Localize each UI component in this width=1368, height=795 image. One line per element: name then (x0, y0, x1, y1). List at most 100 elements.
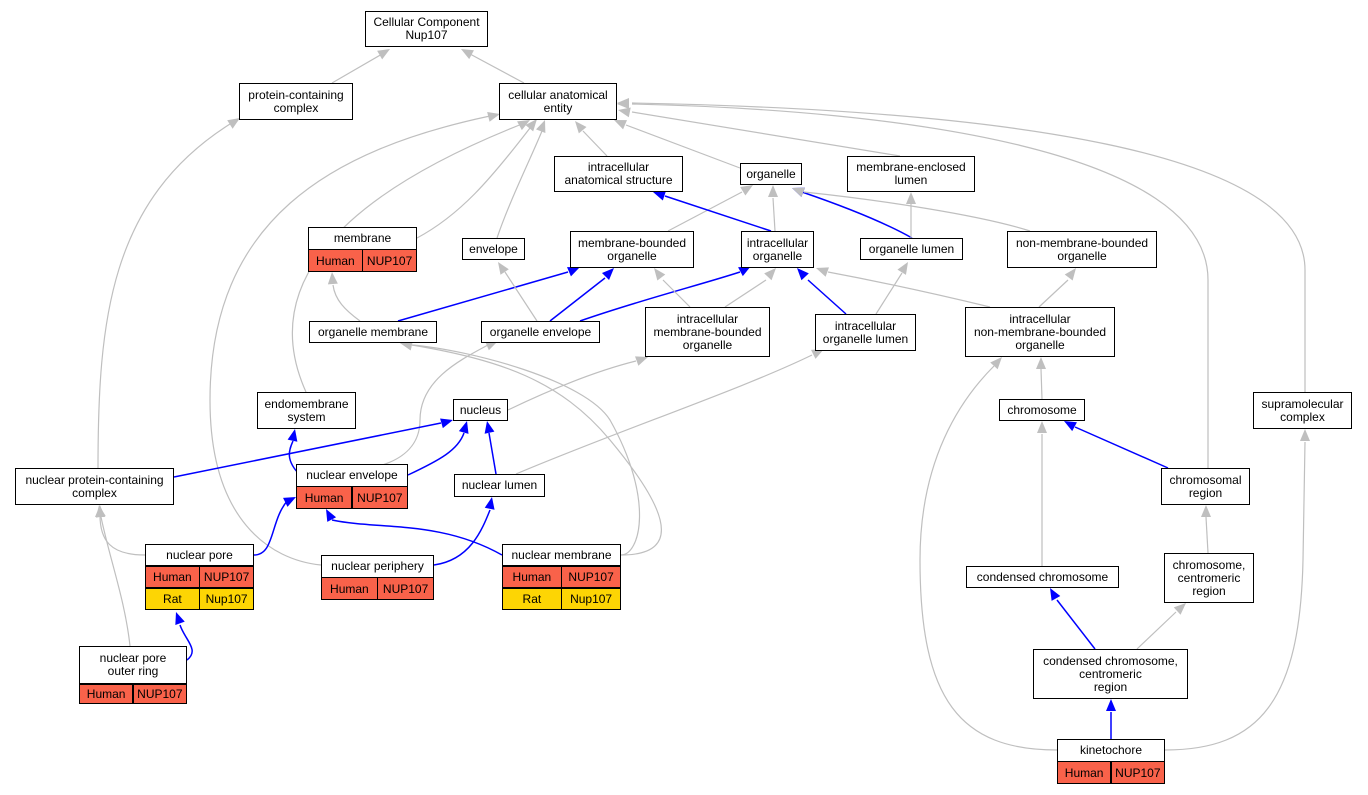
arrowhead (283, 497, 296, 507)
gene-rat: Nup107 (200, 588, 253, 609)
edge-organelle-membrane-to-membrane-bounded (397, 267, 580, 322)
node-membrane-bounded-organelle[interactable]: membrane-bounded organelle (570, 231, 694, 268)
arrowhead (400, 340, 413, 351)
node-nuclear-pore-outer-ring[interactable]: nuclear pore outer ring Human NUP107 (79, 646, 187, 704)
node-nuclear-periphery[interactable]: nuclear periphery Human NUP107 (321, 555, 434, 600)
arrowhead (1201, 505, 1211, 517)
edge-outer-ring-to-nuclear-protein-complex (95, 505, 131, 647)
node-nucleus[interactable]: nucleus (453, 399, 508, 421)
arrowhead (326, 509, 337, 522)
edge-organelle-envelope-to-intracellular-organelle (579, 266, 751, 322)
gene-human: NUP107 (378, 578, 433, 599)
node-nuclear-protein-containing-complex[interactable]: nuclear protein-containing complex (15, 468, 174, 505)
arrowhead (440, 418, 453, 429)
edge-organelle-lumen-to-membrane-enclosed-lumen (906, 192, 916, 238)
arrowhead (990, 357, 1002, 370)
edge-nuclear-pore-to-nuclear-envelope (253, 497, 296, 556)
arrowhead (764, 268, 776, 281)
edge-nuclear-periphery-to-anatomical-entity (209, 112, 500, 566)
edge-intracellular-nmbo-to-non-membrane (1038, 268, 1076, 308)
arrowhead (768, 185, 778, 197)
node-endomembrane-system[interactable]: endomembrane system (257, 392, 356, 429)
node-organelle[interactable]: organelle (740, 163, 802, 185)
edge-nucleus-to-intracellular-mbo (507, 356, 648, 411)
edge-nuclear-lumen-to-intracellular-lumen (515, 349, 824, 475)
arrowhead (738, 266, 751, 277)
edge-nuclear-envelope-to-nucleus (407, 421, 469, 476)
node-nuclear-membrane[interactable]: nuclear membrane Human NUP107 Rat Nup107 (502, 544, 621, 610)
node-nuclear-pore-outer-ring-label: nuclear pore outer ring (80, 647, 186, 684)
node-nuclear-lumen[interactable]: nuclear lumen (454, 474, 545, 497)
edge-chromosomal-region-to-chromosome (1064, 421, 1169, 469)
arrowhead (618, 107, 631, 118)
node-organelle-membrane[interactable]: organelle membrane (309, 321, 437, 343)
node-intracellular-membrane-bounded-organelle[interactable]: intracellular membrane-bounded organelle (645, 307, 770, 357)
node-intracellular-anatomical-structure[interactable]: intracellular anatomical structure (554, 156, 683, 192)
node-membrane[interactable]: membrane Human NUP107 (308, 227, 417, 272)
arrowhead (498, 262, 509, 275)
node-intracellular-organelle-lumen[interactable]: intracellular organelle lumen (815, 314, 916, 351)
arrowhead (327, 272, 338, 285)
arrowhead (175, 612, 185, 625)
node-cellular-component[interactable]: Cellular Component Nup107 (365, 11, 488, 47)
arrowhead (95, 505, 106, 518)
arrowhead (1050, 588, 1061, 601)
arrowhead (635, 356, 648, 366)
edge-outer-ring-to-nuclear-pore (175, 612, 193, 661)
edge-nuclear-lumen-to-nucleus (484, 421, 497, 475)
arrowhead (1064, 268, 1076, 281)
node-cellular-anatomical-entity[interactable]: cellular anatomical entity (499, 83, 617, 120)
node-intracellular-organelle[interactable]: intracellular organelle (741, 231, 814, 268)
gene-rat: Nup107 (562, 588, 620, 609)
edge-organelle-envelope-to-envelope (498, 262, 538, 322)
node-organelle-lumen[interactable]: organelle lumen (860, 238, 963, 260)
node-nuclear-pore[interactable]: nuclear pore Human NUP107 Rat Nup107 (145, 544, 254, 610)
edge-centromeric-to-chromosomal-region (1201, 505, 1211, 554)
node-nuclear-envelope-label: nuclear envelope (297, 465, 407, 486)
gene-human: NUP107 (363, 250, 416, 271)
arrowhead (614, 120, 627, 130)
edge-condensed-centromeric-to-centromeric (1136, 603, 1186, 650)
arrowhead (567, 267, 580, 277)
arrowhead (811, 349, 824, 359)
edge-nuclear-protein-complex-to-protein-complex (97, 118, 240, 469)
edge-anatomical-entity-to-cc (461, 49, 525, 84)
arrowhead (575, 121, 587, 134)
gene-human: NUP107 (562, 566, 620, 588)
edge-organelle-to-anatomical-entity (614, 120, 741, 169)
arrowhead (485, 341, 498, 351)
node-organelle-envelope[interactable]: organelle envelope (481, 321, 600, 343)
species-rat: Rat (146, 588, 199, 609)
gene-human: NUP107 (133, 684, 186, 703)
node-chromosome-centromeric-region[interactable]: chromosome, centromeric region (1164, 553, 1254, 603)
node-kinetochore[interactable]: kinetochore Human NUP107 (1057, 739, 1165, 784)
arrowhead (1064, 421, 1077, 432)
node-condensed-chromosome-centromeric-region[interactable]: condensed chromosome, centromeric region (1033, 649, 1188, 699)
node-nuclear-envelope[interactable]: nuclear envelope Human NUP107 (296, 464, 408, 509)
edge-nuclear-membrane-to-organelle-membrane (400, 340, 662, 556)
edge-intracellular-lumen-to-organelle-lumen (875, 262, 908, 315)
node-chromosome[interactable]: chromosome (999, 399, 1085, 421)
edge-condensed-centromeric-to-condensed (1050, 588, 1096, 650)
edge-intracellular-mbo-to-intracellular-organelle (724, 268, 776, 308)
arrowhead (740, 185, 753, 196)
node-chromosomal-region[interactable]: chromosomal region (1161, 468, 1250, 505)
node-intracellular-non-membrane-bounded-organelle[interactable]: intracellular non-membrane-bounded organ… (965, 307, 1115, 357)
node-envelope[interactable]: envelope (462, 238, 525, 260)
arrowhead (617, 98, 629, 108)
node-membrane-enclosed-lumen[interactable]: membrane-enclosed lumen (847, 156, 975, 192)
arrowhead (1300, 429, 1310, 441)
edge-nuclear-periphery-to-nuclear-lumen (433, 497, 495, 566)
species-human: Human (297, 487, 352, 508)
edge-membrane-bounded-to-organelle (667, 185, 753, 232)
node-nuclear-pore-label: nuclear pore (146, 545, 253, 566)
arrowhead (461, 49, 474, 60)
edge-nuclear-membrane-to-nuclear-envelope (326, 509, 503, 556)
node-supramolecular-complex[interactable]: supramolecular complex (1253, 392, 1352, 429)
node-condensed-chromosome[interactable]: condensed chromosome (966, 566, 1119, 588)
node-non-membrane-bounded-organelle[interactable]: non-membrane-bounded organelle (1007, 231, 1157, 268)
edge-intracellular-mbo-to-membrane-bounded (654, 268, 691, 308)
node-protein-containing-complex[interactable]: protein-containing complex (239, 83, 353, 120)
